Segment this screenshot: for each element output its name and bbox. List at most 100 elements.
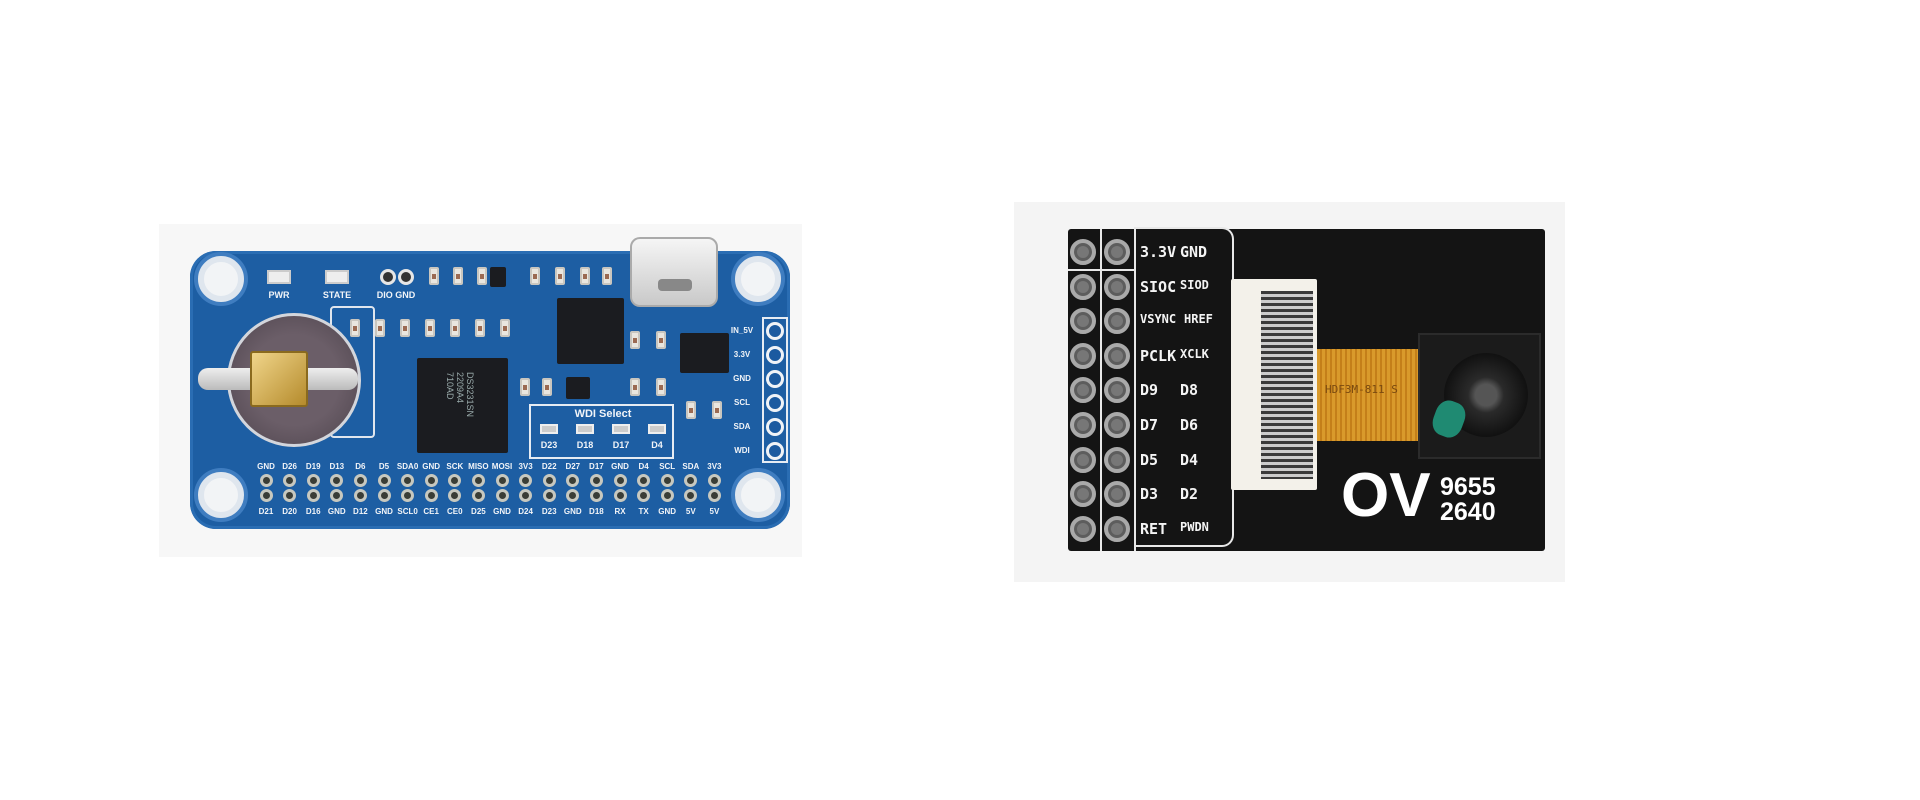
resistor — [500, 319, 510, 337]
flex-cable: HDF3M-811 S — [1317, 349, 1427, 441]
pin-label: D5 — [1140, 450, 1159, 469]
gpio-label-top: SCK — [446, 462, 464, 471]
gpio-pin — [330, 489, 344, 502]
pin-label: D7 — [1140, 416, 1159, 434]
wdi-jumper-pad — [648, 424, 666, 434]
gpio-label-top: SCL — [659, 462, 676, 471]
header-pin — [1104, 515, 1130, 542]
wdi-select-title: WDI Select — [574, 408, 632, 420]
state-label: STATE — [322, 290, 352, 300]
resistor — [686, 401, 696, 419]
gpio-pin — [660, 489, 674, 502]
gpio-label-bottom: D21 — [258, 507, 274, 516]
gpio-pin — [684, 489, 698, 502]
transistor — [490, 267, 506, 287]
gpio-pin — [566, 489, 580, 502]
gpio-pin — [424, 489, 438, 502]
model-number: 9655 — [1440, 473, 1496, 501]
gold-contact — [250, 351, 308, 407]
gpio-pin — [613, 489, 627, 502]
wdi-option-label: D18 — [576, 440, 594, 450]
header-pin — [1070, 273, 1096, 300]
header-pin — [1070, 481, 1096, 508]
gpio-pin — [259, 489, 273, 502]
side-header — [762, 317, 788, 463]
state-led — [325, 270, 349, 284]
side-header-label: GND — [733, 374, 751, 383]
gpio-label-bottom: D16 — [305, 507, 321, 516]
watchdog-chip — [557, 298, 624, 364]
gpio-label-top: D26 — [282, 462, 297, 471]
gpio-pin — [306, 474, 320, 487]
header-pad — [766, 322, 784, 340]
header-pad — [766, 442, 784, 460]
gpio-pin — [660, 474, 674, 487]
regulator — [566, 377, 590, 399]
pin-label: PCLK — [1140, 346, 1177, 365]
gpio-label-bottom: GND — [375, 507, 393, 516]
gpio-pin — [306, 489, 320, 502]
gpio-label-bottom: TX — [638, 507, 649, 516]
fpc-connector — [1231, 279, 1317, 490]
chip-marking-line: 710AD — [445, 372, 455, 400]
resistor — [477, 267, 487, 285]
gpio-pin — [707, 489, 721, 502]
header-pin — [1104, 481, 1130, 508]
gpio-pin — [707, 474, 721, 487]
mounting-hole — [735, 472, 781, 518]
usb-c-port — [630, 237, 718, 307]
gpio-pin — [377, 474, 391, 487]
chip-marking-line: 2209A4 — [455, 372, 465, 404]
resistor — [555, 267, 565, 285]
gpio-pin — [637, 489, 651, 502]
header-pin — [1070, 308, 1096, 335]
gpio-pin — [353, 489, 367, 502]
pin-label: GND — [1180, 243, 1208, 261]
gpio-label-top: D27 — [565, 462, 581, 471]
camera-module — [1418, 333, 1541, 459]
gpio-label-top: GND — [257, 462, 275, 471]
pin-label: 3.3V — [1140, 243, 1177, 261]
rtc-chip: DS3231SN 2209A4 710AD — [417, 358, 508, 453]
gpio-label-bottom: D18 — [589, 507, 604, 516]
gpio-pin — [519, 489, 533, 502]
eeprom-chip — [680, 333, 729, 373]
resistor — [602, 267, 612, 285]
resistor — [350, 319, 360, 337]
mounting-hole — [735, 256, 781, 302]
header-pin — [1104, 412, 1130, 438]
header-pad — [766, 418, 784, 436]
header-pin — [1070, 412, 1096, 438]
gpio-pin — [684, 474, 698, 487]
resistor — [375, 319, 385, 337]
gpio-pin — [471, 489, 485, 502]
header-pin — [1104, 308, 1130, 335]
mounting-hole — [198, 256, 244, 302]
gpio-pin — [613, 474, 627, 487]
resistor — [453, 267, 463, 285]
gpio-label-bottom: GND — [493, 507, 511, 516]
dio-pad — [380, 269, 396, 285]
gpio-pin — [589, 474, 603, 487]
gpio-pin — [283, 474, 297, 487]
gpio-label-top: D4 — [638, 462, 649, 471]
resistor — [630, 331, 640, 349]
model-number: 2640 — [1440, 498, 1496, 526]
pin-label: SIOC — [1140, 277, 1177, 296]
gpio-pin — [495, 489, 509, 502]
pwr-label: PWR — [268, 290, 290, 300]
gpio-pin — [401, 474, 415, 487]
gpio-label-top: D22 — [541, 462, 557, 471]
gpio-label-top: D17 — [589, 462, 604, 471]
pin-label: D9 — [1140, 381, 1159, 400]
side-header-label: SDA — [733, 422, 751, 431]
gpio-label-bottom: 5V — [685, 507, 696, 516]
gpio-pin — [401, 489, 415, 502]
pin-label: D8 — [1180, 381, 1199, 400]
header-pin — [1070, 515, 1096, 542]
gpio-pin — [471, 474, 485, 487]
resistor — [656, 331, 666, 349]
gpio-pin — [589, 489, 603, 502]
resistor — [712, 401, 722, 419]
